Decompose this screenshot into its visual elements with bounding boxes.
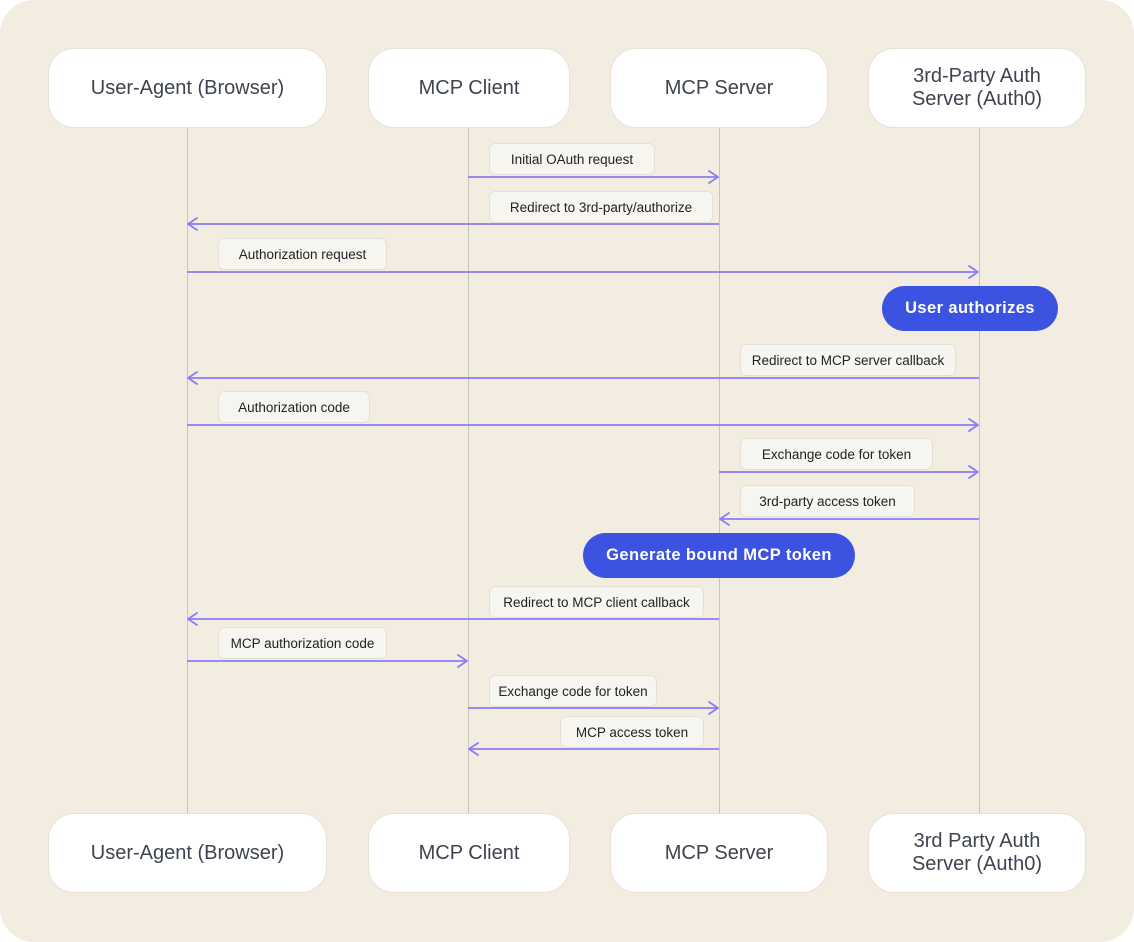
message-label-authorization-code: Authorization code xyxy=(218,391,370,423)
message-label-3rd-party-access-token: 3rd-party access token xyxy=(740,485,915,517)
participant-mcp-client-top: MCP Client xyxy=(368,48,570,128)
message-label-redirect-client-callback: Redirect to MCP client callback xyxy=(489,586,704,618)
message-label-mcp-access-token: MCP access token xyxy=(560,716,704,748)
participant-auth-server-bottom: 3rd Party Auth Server (Auth0) xyxy=(868,813,1086,893)
lifeline-auth-server xyxy=(979,128,980,813)
arrow-redirect-client-callback xyxy=(187,612,719,626)
lifeline-mcp-server xyxy=(719,128,720,813)
message-label-mcp-authorization-code: MCP authorization code xyxy=(218,627,387,659)
arrow-exchange-code-client xyxy=(468,701,719,715)
participant-mcp-server-bottom: MCP Server xyxy=(610,813,828,893)
arrow-mcp-access-token xyxy=(468,742,719,756)
action-user-authorizes: User authorizes xyxy=(882,286,1058,331)
arrow-initial-oauth-request xyxy=(468,170,719,184)
message-label-exchange-code-server: Exchange code for token xyxy=(740,438,933,470)
arrow-authorization-code xyxy=(187,418,979,432)
participant-auth-server-top: 3rd-Party Auth Server (Auth0) xyxy=(868,48,1086,128)
participant-mcp-client-bottom: MCP Client xyxy=(368,813,570,893)
message-label-redirect-authorize: Redirect to 3rd-party/authorize xyxy=(489,191,713,223)
lifeline-user-agent xyxy=(187,128,188,813)
action-generate-bound-mcp-token: Generate bound MCP token xyxy=(583,533,855,578)
arrow-mcp-authorization-code xyxy=(187,654,468,668)
lifeline-mcp-client xyxy=(468,128,469,813)
arrow-3rd-party-access-token xyxy=(719,512,979,526)
message-label-authorization-request: Authorization request xyxy=(218,238,387,270)
participant-mcp-server-top: MCP Server xyxy=(610,48,828,128)
arrow-redirect-server-callback xyxy=(187,371,979,385)
message-label-exchange-code-client: Exchange code for token xyxy=(489,675,657,707)
participant-user-agent-bottom: User-Agent (Browser) xyxy=(48,813,327,893)
arrow-authorization-request xyxy=(187,265,979,279)
participant-user-agent-top: User-Agent (Browser) xyxy=(48,48,327,128)
message-label-initial-oauth-request: Initial OAuth request xyxy=(489,143,655,175)
message-label-redirect-server-callback: Redirect to MCP server callback xyxy=(740,344,956,376)
arrow-redirect-authorize xyxy=(187,217,719,231)
arrow-exchange-code-server xyxy=(719,465,979,479)
